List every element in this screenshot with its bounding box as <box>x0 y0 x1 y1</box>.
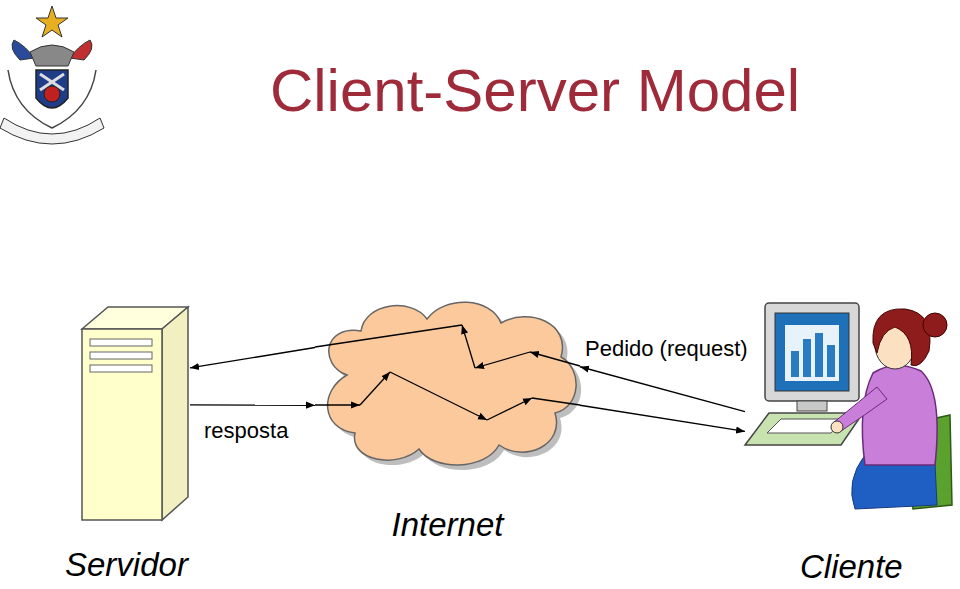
route-line-part <box>532 398 580 405</box>
node-label: Cliente <box>800 550 903 585</box>
client-computer-part <box>803 339 811 377</box>
logo-crest-part <box>36 6 68 37</box>
logo-crest-part <box>36 70 68 108</box>
logo-crest-part <box>30 45 74 66</box>
client-computer-part <box>785 325 839 381</box>
server-tower-part <box>162 307 188 520</box>
client-node: Cliente <box>745 295 955 515</box>
logo-crest-part <box>0 118 104 144</box>
connector-arrow <box>190 348 315 368</box>
client-computer-part <box>767 419 843 433</box>
internet-cloud <box>328 302 582 470</box>
client-person-part <box>862 365 937 465</box>
client-computer-part <box>775 313 849 391</box>
client-computer-part <box>765 303 859 401</box>
route-line-part <box>360 372 390 405</box>
client-computer-part <box>827 345 835 377</box>
route-line-part <box>315 325 462 347</box>
route-line <box>315 325 580 420</box>
route-line-part <box>462 325 475 368</box>
client-computer-part <box>815 333 823 377</box>
client-computer-part <box>791 351 799 377</box>
route-line-part <box>475 352 530 368</box>
edge-label: Pedido (request) <box>583 336 750 361</box>
server-tower-part <box>90 352 152 359</box>
server-tower-part <box>90 365 152 372</box>
logo-crest-part <box>8 70 96 128</box>
client-person-part <box>873 309 930 366</box>
route-line-part <box>390 372 487 420</box>
server-tower-part <box>90 339 152 346</box>
cloud-shape <box>315 295 580 470</box>
route-line-part <box>315 404 360 405</box>
logo-crest-part <box>70 40 92 60</box>
logo-crest-part <box>40 74 64 90</box>
edge-label: resposta <box>202 418 290 443</box>
server-tower-part <box>82 329 162 520</box>
connector-arrow <box>580 367 745 412</box>
logo-crest-part <box>12 40 34 60</box>
route-line-part <box>530 352 580 366</box>
client-person-part <box>831 421 843 433</box>
client-person <box>831 309 952 509</box>
server-shape <box>80 305 190 522</box>
client-person-part <box>923 313 947 337</box>
route-line-part <box>487 398 532 420</box>
internet-cloud-node: Internet <box>315 295 580 470</box>
node-label: Internet <box>392 508 504 543</box>
server-tower <box>82 307 188 520</box>
server-node: Servidor <box>80 305 190 522</box>
connector-arrow <box>580 405 745 431</box>
client-shape <box>745 295 955 515</box>
connector-arrow <box>190 404 315 406</box>
logo-crest-part <box>44 86 60 102</box>
logo-crest <box>0 6 104 144</box>
client-computer-part <box>797 401 827 411</box>
diagram-title: Client-Server Model <box>200 58 870 124</box>
logo-crest-part <box>40 74 64 90</box>
node-label: Servidor <box>65 548 188 583</box>
